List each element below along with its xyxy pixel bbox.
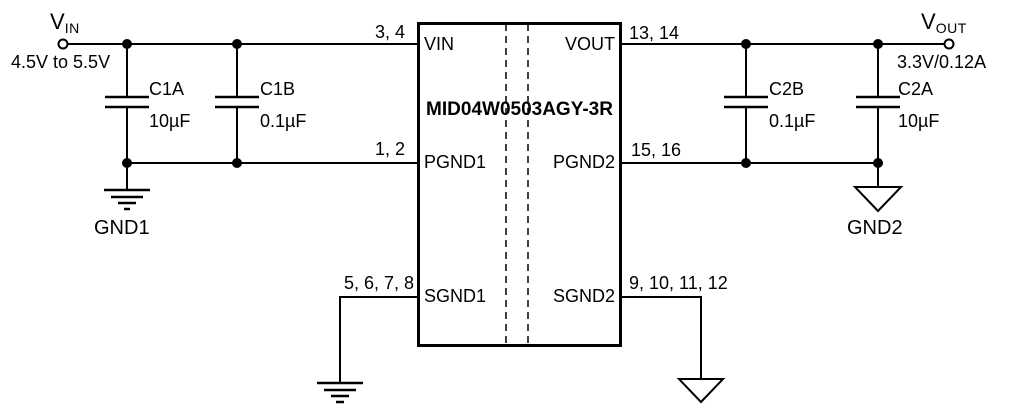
vin-terminal-label-main: V [50,9,65,34]
sgnd1-earth-symbol [317,381,363,404]
ic-body-outline [417,22,622,347]
pin-numbers-pgnd2: 15, 16 [631,140,682,160]
capacitor-c1a-symbol [105,44,149,163]
capacitor-c2a-symbol [856,44,900,163]
sgnd2-triangle-symbol [676,378,726,404]
vin-terminal-symbol [57,38,69,50]
gnd1-earth-symbol [104,163,150,211]
capacitor-c2b-ref: C2B [769,79,805,99]
capacitor-c1b-ref: C1B [260,79,296,99]
pin-name-vin: VIN [424,34,455,54]
vout-terminal-label: VOUT [921,9,967,36]
capacitor-c1b-symbol [215,44,259,163]
vout-terminal-label-main: V [921,9,936,34]
capacitor-c2b-symbol [724,44,768,163]
pin-name-sgnd1: SGND1 [424,286,487,306]
capacitor-c2a-value: 10µF [898,111,940,131]
capacitor-c1b-value: 0.1µF [260,111,307,131]
pin-name-pgnd2: PGND2 [552,152,615,172]
input-voltage-range: 4.5V to 5.5V [11,52,111,72]
sgnd1-wire [339,296,417,383]
sgnd2-wire [622,296,702,378]
capacitor-c1a-ref: C1A [149,79,185,99]
vout-terminal-label-sub: OUT [935,20,967,36]
pin-numbers-sgnd2: 9, 10, 11, 12 [629,273,728,293]
pin-numbers-sgnd1: 5, 6, 7, 8 [343,273,414,293]
pin-name-pgnd1: PGND1 [424,152,487,172]
ic-part-number: MID04W0503AGY-3R [426,99,613,120]
pin-numbers-vout: 13, 14 [629,23,680,43]
pin-numbers-vin: 3, 4 [374,22,405,42]
vin-terminal-label-sub: IN [64,20,80,36]
pin-name-sgnd2: SGND2 [552,286,615,306]
pin-name-vout: VOUT [564,34,615,54]
gnd2-triangle-symbol [852,163,904,213]
capacitor-c2a-ref: C2A [898,79,934,99]
gnd1-label: GND1 [94,217,150,239]
vout-terminal-symbol [943,38,955,50]
gnd2-label: GND2 [847,217,903,239]
junction-dots [122,39,883,168]
capacitor-c2b-value: 0.1µF [769,111,816,131]
capacitor-c1a-value: 10µF [149,111,191,131]
output-rating: 3.3V/0.12A [897,52,987,72]
vin-terminal-label: VIN [50,9,80,36]
pin-numbers-pgnd1: 1, 2 [374,139,405,159]
